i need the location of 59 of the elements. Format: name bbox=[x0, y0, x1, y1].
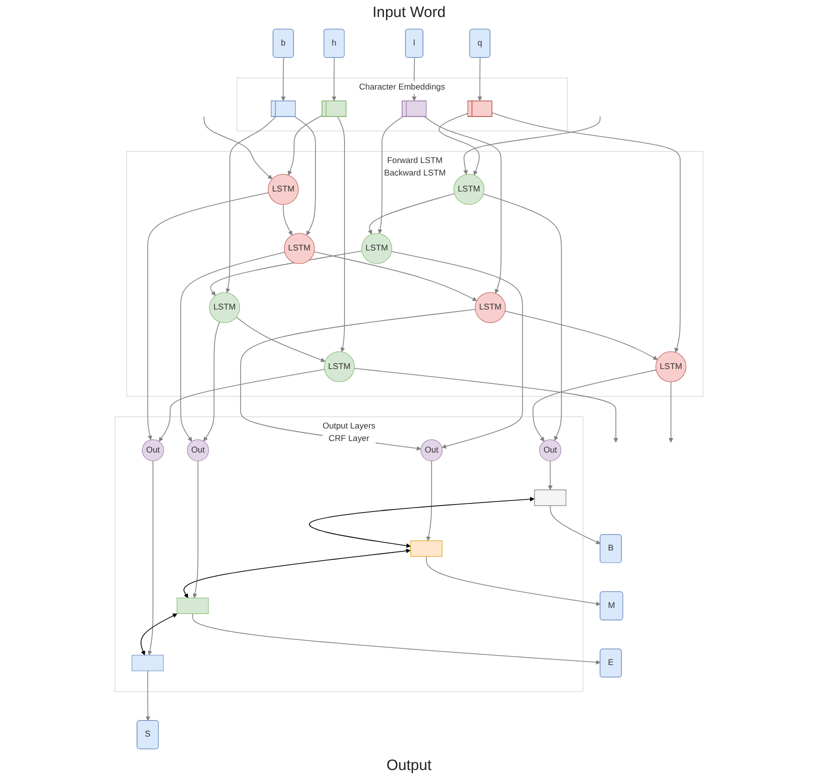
node-box bbox=[410, 540, 442, 557]
arrow bbox=[158, 368, 325, 442]
arrow bbox=[478, 57, 482, 102]
arrow bbox=[463, 116, 600, 175]
node-circle: Out bbox=[142, 439, 164, 462]
arrow bbox=[378, 116, 404, 234]
node-box bbox=[132, 654, 164, 672]
arrow bbox=[180, 252, 286, 442]
arrow bbox=[146, 670, 150, 721]
node-circle: Out bbox=[539, 439, 562, 462]
node-circle: LSTM bbox=[361, 233, 392, 264]
arrow bbox=[280, 57, 286, 102]
arrow bbox=[368, 193, 455, 235]
arrow bbox=[438, 112, 480, 176]
arrow bbox=[192, 460, 198, 598]
node-circle: LSTM bbox=[268, 174, 299, 205]
arrow bbox=[192, 613, 601, 665]
node-circle: LSTM bbox=[324, 351, 355, 382]
row-label: Output bbox=[386, 757, 432, 774]
node-circle: LSTM bbox=[656, 351, 686, 382]
arrow bbox=[332, 57, 336, 102]
arrow bbox=[424, 116, 502, 294]
arrow bbox=[550, 505, 601, 544]
cluster: Character Embeddings bbox=[236, 78, 568, 132]
node-circle: LSTM bbox=[209, 292, 240, 324]
arrow bbox=[282, 204, 292, 236]
node-box bbox=[176, 598, 209, 614]
arrow bbox=[183, 548, 411, 598]
node-circle: Out bbox=[420, 439, 443, 462]
arrow bbox=[226, 116, 276, 293]
arrow bbox=[288, 115, 322, 176]
arrow bbox=[140, 614, 178, 656]
arrow bbox=[548, 460, 553, 490]
arrow bbox=[391, 251, 523, 449]
arrow bbox=[148, 460, 154, 656]
arrow bbox=[337, 116, 345, 352]
node-circle: LSTM bbox=[454, 174, 484, 205]
arrow bbox=[504, 310, 658, 360]
node-circle: LSTM bbox=[474, 292, 506, 324]
node-box bbox=[534, 490, 566, 506]
arrow bbox=[309, 496, 534, 548]
arrow bbox=[147, 192, 269, 440]
arrow bbox=[210, 250, 362, 296]
arrow bbox=[236, 316, 326, 362]
arrow bbox=[204, 322, 220, 442]
arrow bbox=[668, 382, 674, 443]
arrow bbox=[426, 460, 432, 541]
arrow bbox=[482, 194, 562, 441]
arrow bbox=[294, 116, 316, 236]
arrow bbox=[492, 112, 681, 353]
node-circle: LSTM bbox=[284, 233, 315, 264]
arrow bbox=[426, 556, 601, 606]
arrow bbox=[240, 309, 476, 451]
arrow bbox=[354, 368, 618, 443]
row-label: Input Word bbox=[372, 4, 446, 21]
node-circle: Out bbox=[187, 439, 209, 462]
arrow bbox=[204, 116, 272, 180]
arrow bbox=[314, 251, 478, 301]
arrow bbox=[532, 370, 657, 442]
